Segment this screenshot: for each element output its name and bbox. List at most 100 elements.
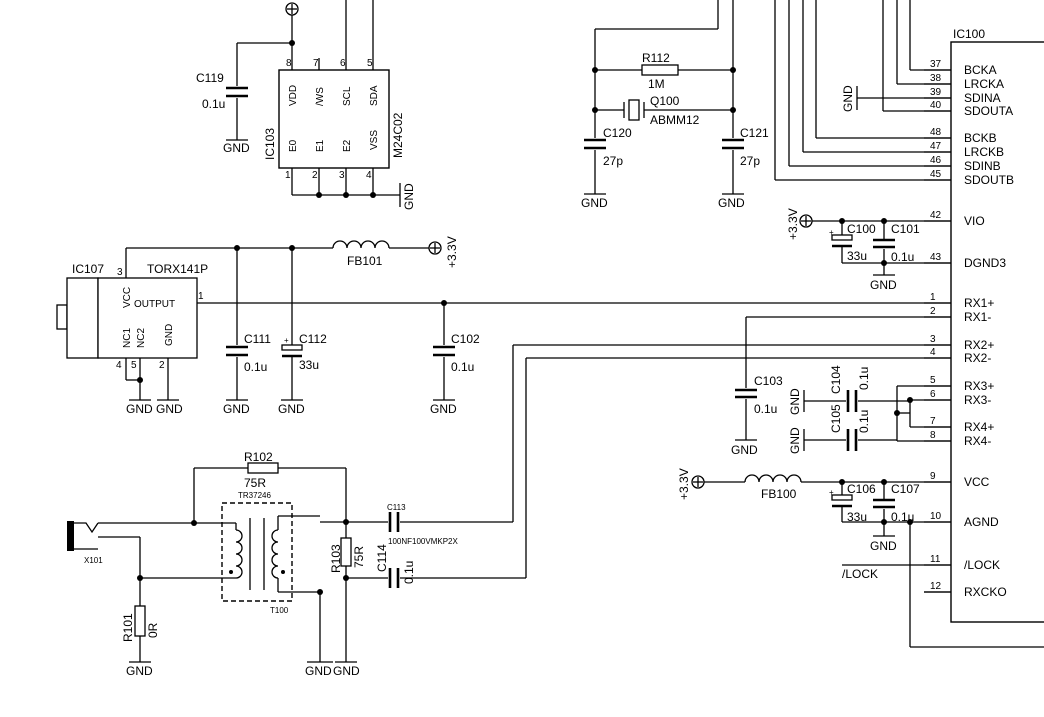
q100-value: ABMM12 bbox=[650, 113, 700, 127]
fb100-ref: FB100 bbox=[761, 487, 797, 501]
ic100-pin-name: RX2+ bbox=[964, 338, 994, 352]
gnd-label: GND bbox=[223, 402, 250, 416]
fb101-ref: FB101 bbox=[347, 254, 383, 268]
gnd-label: GND bbox=[870, 539, 897, 553]
c106-ref: C106 bbox=[847, 482, 876, 496]
gnd-label: GND bbox=[870, 278, 897, 292]
lock-net-label: /LOCK bbox=[842, 567, 878, 581]
ic100-pin-name: RXCKO bbox=[964, 585, 1007, 599]
r102-ref: R102 bbox=[244, 450, 273, 464]
ic100-ref: IC100 bbox=[953, 27, 985, 41]
crystal-circuit: R112 1M Q100 ABMM12 C120 27p GND C121 27… bbox=[581, 0, 769, 210]
ic100-pin-name: LRCKA bbox=[964, 77, 1004, 91]
x101-ref: X101 bbox=[84, 556, 103, 565]
c120-ref: C120 bbox=[603, 126, 632, 140]
ic100-pin-number: 45 bbox=[930, 169, 942, 180]
svg-text:+: + bbox=[284, 336, 289, 345]
ic100-pin-number: 40 bbox=[930, 100, 942, 111]
ic100-pin-name: RX2- bbox=[964, 351, 991, 365]
c100-value: 33u bbox=[847, 249, 867, 263]
ic100-pin-name: VCC bbox=[964, 475, 990, 489]
pin-number: 1 bbox=[198, 291, 204, 302]
ic100-pin-name: AGND bbox=[964, 515, 999, 529]
pin-label: SCL bbox=[342, 86, 353, 106]
ic100-pin-name: BCKB bbox=[964, 131, 997, 145]
x101-connector bbox=[67, 521, 74, 551]
ic100-pin-number: 5 bbox=[930, 375, 936, 386]
pin-number: 2 bbox=[312, 170, 318, 181]
ic100-pin-number: 10 bbox=[930, 511, 942, 522]
c104-value: 0.1u bbox=[857, 367, 871, 390]
ic100-pin-number: 43 bbox=[930, 252, 942, 263]
c105-ref: C105 bbox=[829, 404, 843, 433]
ic100-pin-number: 46 bbox=[930, 155, 942, 166]
ic100-pin-number: 11 bbox=[930, 554, 941, 565]
ic100-pin-number: 48 bbox=[930, 127, 942, 138]
ic100-pin-name: LRCKB bbox=[964, 145, 1004, 159]
eeprom-ic103: C119 0.1u GND 8 7 6 5 VDD /WS SCL SDA E0… bbox=[196, 0, 416, 210]
ic100-pin-number: 39 bbox=[930, 87, 942, 98]
pin-label: E1 bbox=[315, 139, 326, 152]
r103-value: 75R bbox=[352, 546, 366, 568]
t100-outline bbox=[221, 502, 293, 602]
gnd-label: GND bbox=[581, 196, 608, 210]
pin-number: 3 bbox=[117, 267, 123, 278]
pin-label: GND bbox=[164, 324, 175, 346]
c121-value: 27p bbox=[740, 154, 760, 168]
ic100-pin-number: 3 bbox=[930, 334, 936, 345]
c112-ref: C112 bbox=[299, 332, 327, 346]
ic103-ref: IC103 bbox=[263, 128, 277, 160]
ic107-ref: IC107 bbox=[72, 262, 104, 276]
gnd-label: GND bbox=[278, 402, 305, 416]
coax-input: X101 R101 0R GND R102 75R TR37246 T100 bbox=[67, 450, 526, 678]
c107-value: 0.1u bbox=[891, 510, 914, 524]
r112-ref: R112 bbox=[642, 51, 670, 65]
gnd-label: GND bbox=[305, 664, 332, 678]
ic100-pin-name: SDOUTA bbox=[964, 104, 1013, 118]
c101-ref: C101 bbox=[891, 222, 920, 236]
pin-number: 4 bbox=[116, 360, 122, 371]
ic100-pin-name: SDINB bbox=[964, 159, 1001, 173]
c114-ref: C114 bbox=[375, 544, 389, 572]
vio-decoupling: +3.3V + C100 C101 33u 0.1u GND bbox=[786, 208, 951, 292]
ic100-pin-number: 42 bbox=[930, 210, 942, 221]
c113-value: 100NF100VMKP2X bbox=[388, 537, 458, 546]
ic100-pin-number: 9 bbox=[930, 471, 936, 482]
pin-number: 5 bbox=[131, 360, 137, 371]
pin-label: NC1 bbox=[122, 328, 133, 348]
ic100-pin-name: SDOUTB bbox=[964, 173, 1014, 187]
ic100-pin-number: 12 bbox=[930, 581, 942, 592]
c103-ref: C103 bbox=[754, 374, 783, 388]
c111-ref: C111 bbox=[244, 332, 271, 346]
gnd-label: GND bbox=[402, 183, 416, 210]
ic100-pin-number: 6 bbox=[930, 389, 936, 400]
c106-value: 33u bbox=[847, 510, 867, 524]
t100-ref: T100 bbox=[270, 606, 289, 615]
ic100-pin-name: RX1- bbox=[964, 310, 991, 324]
ic100-pin-name: RX3- bbox=[964, 393, 991, 407]
gnd-label: GND bbox=[788, 427, 802, 454]
c113-ref: C113 bbox=[387, 503, 406, 512]
pin-number: 3 bbox=[339, 170, 345, 181]
ic100-pin-number: 8 bbox=[930, 430, 936, 441]
rx-inputs: C103 0.1u GND GND C104 0.1u GND C105 0.1… bbox=[512, 316, 951, 578]
ic100-pin-number: 7 bbox=[930, 416, 936, 427]
v33-label: +3.3V bbox=[677, 468, 691, 500]
pin-label: VDD bbox=[288, 85, 299, 106]
v33-label: +3.3V bbox=[786, 208, 800, 240]
vcc-decoupling: +3.3V FB100 + C106 C107 33u 0.1u GND /LO… bbox=[677, 468, 1044, 648]
pin-label: OUTPUT bbox=[134, 299, 175, 310]
c114-value: 0.1u bbox=[402, 561, 416, 584]
gnd-label: GND bbox=[223, 141, 250, 155]
ic100-pin-number: 37 bbox=[930, 59, 942, 70]
c101-value: 0.1u bbox=[891, 250, 914, 264]
c111-value: 0.1u bbox=[244, 360, 267, 374]
c112-value: 33u bbox=[299, 358, 319, 372]
ic100-pin-name: VIO bbox=[964, 214, 985, 228]
c104-ref: C104 bbox=[829, 365, 843, 394]
pin-label: NC2 bbox=[136, 328, 147, 348]
gnd-label: GND bbox=[430, 402, 457, 416]
c105-value: 0.1u bbox=[857, 410, 871, 433]
